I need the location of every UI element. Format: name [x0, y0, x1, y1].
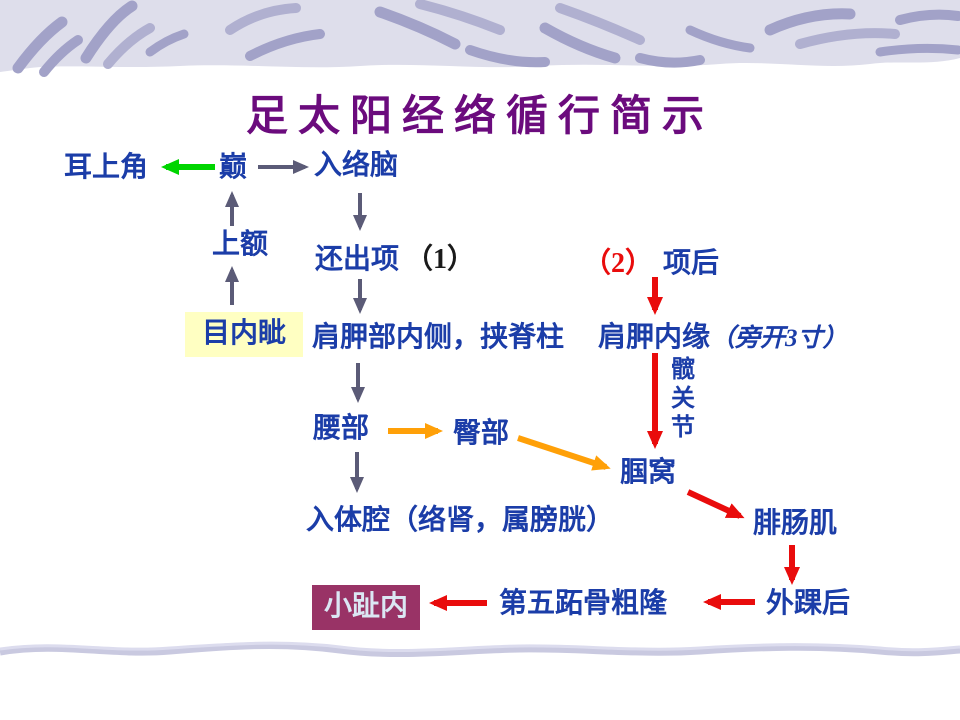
node-forehead: 上额 [212, 229, 269, 260]
footer-wave-line [0, 641, 960, 657]
scapula-inner-edge-note: （旁开3寸） [710, 325, 848, 352]
node-gluteal: 臀部 [453, 418, 510, 449]
page-title: 足太阳经络循行简示 [245, 94, 714, 140]
little-toe-label: 小趾内 [323, 591, 408, 623]
popliteal-to-gastrocnemius-arrow [686, 489, 745, 519]
node-body-cavity: 入体腔（络肾，属膀胱） [306, 505, 615, 536]
header-decoration [0, 0, 960, 77]
node-lateral-malleolus: 外踝后 [766, 588, 851, 619]
node-scapula-inner-edge: 肩胛内缘（旁开3寸） [598, 322, 848, 354]
nape-back-label: 项后 [663, 248, 720, 279]
header-brush-strokes [12, 0, 960, 77]
return-nape-label: 还出项 [315, 244, 400, 275]
footer-decoration [0, 630, 960, 670]
footer-wave [0, 641, 960, 657]
scapula-inner-edge-label: 肩胛内缘 [598, 322, 711, 353]
inner-canthus-label: 目内眦 [201, 318, 286, 350]
gluteal-to-popliteal-arrow [517, 435, 611, 471]
node-popliteal: 腘窝 [620, 457, 677, 488]
header-band [0, 0, 960, 72]
node-nape-back: （2） 项后 [583, 248, 719, 280]
footer-wave-highlight [0, 641, 960, 652]
node-lumbar: 腰部 [313, 413, 370, 444]
node-hip-joint: 髋关节 [671, 357, 695, 441]
node-vertex: 巅 [219, 152, 248, 183]
node-little-toe: 小趾内 [312, 585, 420, 630]
branch1-number: （1） [405, 244, 476, 275]
branch2-number: （2） [583, 248, 654, 279]
node-return-nape: 还出项（1） [315, 244, 475, 276]
node-gastrocnemius: 腓肠肌 [753, 508, 838, 539]
node-scapula-medial: 肩胛部内侧，挟脊柱 [312, 322, 565, 353]
node-ear-apex: 耳上角 [64, 152, 149, 183]
node-fifth-metatarsal: 第五跖骨粗隆 [499, 588, 668, 619]
node-enter-brain: 入络脑 [314, 150, 399, 181]
node-inner-canthus: 目内眦 [185, 312, 303, 357]
